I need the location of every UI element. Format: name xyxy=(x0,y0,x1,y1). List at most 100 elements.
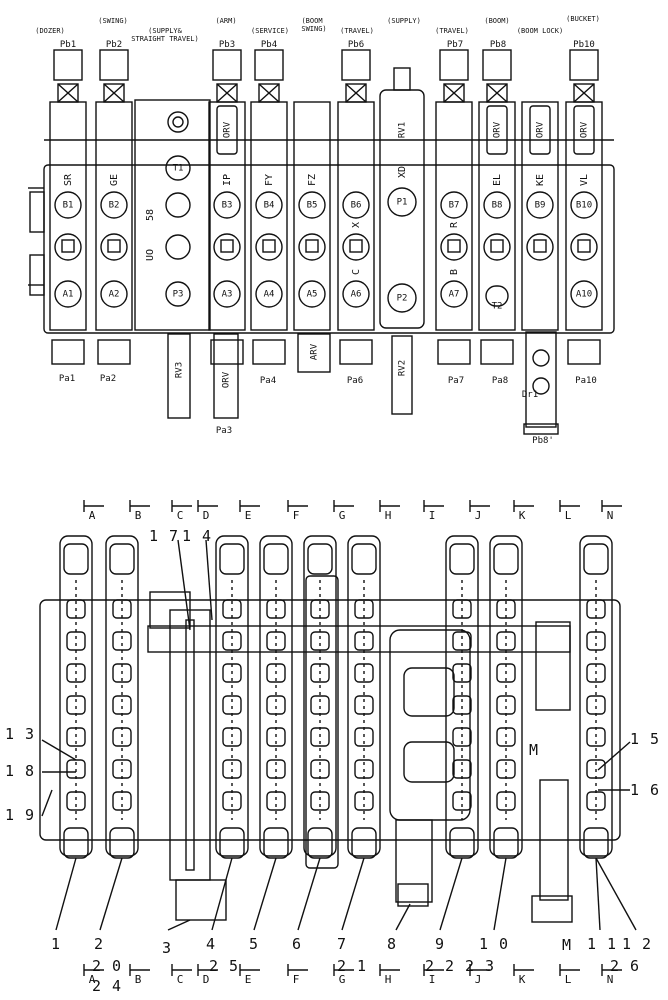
b-port-ring-3 xyxy=(255,191,283,219)
section-label-swing: (SWING) xyxy=(98,17,128,25)
a-port-ring-6 xyxy=(440,280,468,308)
section-label-service: (SERVICE) xyxy=(251,27,289,35)
part-number-5: 5 xyxy=(248,935,260,953)
anti-cavitation-valve-label: ARV xyxy=(310,343,320,360)
b-port-ring-2 xyxy=(213,191,241,219)
pilot-cap-lower-9 xyxy=(567,339,601,365)
b-port-ring-8 xyxy=(526,191,554,219)
leader-line-9 xyxy=(493,857,507,931)
port-pa4: Pa4 xyxy=(259,376,277,386)
b-port-ring-1 xyxy=(100,191,128,219)
part-number-10: 1 0 xyxy=(478,935,510,953)
port-pb3: Pb3 xyxy=(218,40,236,50)
port-pb8: Pb8 xyxy=(489,40,507,50)
relief-valve-rv2-body xyxy=(391,335,413,415)
section-spool-land-4-6 xyxy=(310,791,330,811)
spool-tag-xd: XD xyxy=(397,166,408,178)
overload-valve-2 xyxy=(216,105,238,155)
section-label-arm: (ARM) xyxy=(215,17,237,25)
pilot-hatch-b-5 xyxy=(345,83,367,103)
t1-label: T1 xyxy=(173,164,184,174)
section-mark-E: E xyxy=(245,509,252,522)
section-mark-m-lower: M xyxy=(561,936,573,954)
a-port-2: A3 xyxy=(222,290,233,300)
part-number-2: 2 xyxy=(93,935,105,953)
overload-valve-lower-label: ORV xyxy=(222,371,232,388)
section-spool-cap-bottom-1 xyxy=(109,827,135,859)
spool-plug-7 xyxy=(490,239,504,253)
a-port-4: A5 xyxy=(307,290,318,300)
bottom-section-mark-A: A xyxy=(89,973,96,986)
top-view-valve-body: SRB1A1GEB2A2ORVIPB3A3FYB4A4FZB5A5B6A6B7A… xyxy=(28,49,615,435)
spool-ring-3 xyxy=(255,233,283,261)
section-spool-cap-top-7 xyxy=(493,543,519,575)
a-port-6: A7 xyxy=(449,290,460,300)
section-spool-cap-top-1 xyxy=(109,543,135,575)
part-number-4: 4 xyxy=(205,935,217,953)
pilot-cap-6 xyxy=(439,49,469,81)
section-label-boom-lock: (BOOM LOCK) xyxy=(516,27,564,35)
part-number-25: 2 5 xyxy=(208,957,240,975)
part-number-7: 7 xyxy=(336,935,348,953)
part-number-12: 1 2 xyxy=(621,935,653,953)
section-spool-cap-top-0 xyxy=(63,543,89,575)
section-spool-cap-top-2 xyxy=(219,543,245,575)
b-port-ring-5 xyxy=(342,191,370,219)
leader-line-10 xyxy=(595,857,601,931)
a-port-ring-9 xyxy=(570,280,598,308)
section-spool-land-3-3 xyxy=(266,695,286,715)
relief-valve-rv3: RV3 xyxy=(175,362,185,378)
a-port-9: A10 xyxy=(576,290,592,300)
section-spool-land-0-1 xyxy=(66,631,86,651)
a-port-ring-3 xyxy=(255,280,283,308)
pilot-cap-lower-1 xyxy=(97,339,131,365)
a-port-0: A1 xyxy=(63,290,74,300)
leader-line-11 xyxy=(595,857,637,931)
section-spool-land-5-1 xyxy=(354,631,374,651)
section-mark-C: C xyxy=(177,509,184,522)
bottom-section-mark-B: B xyxy=(135,973,142,986)
bottom-section-mark-G: G xyxy=(339,973,346,986)
port-pb4: Pb4 xyxy=(260,40,278,50)
b-port-3: B4 xyxy=(264,201,275,211)
section-spool-housing-1 xyxy=(105,535,139,857)
spool-tag-0: SR xyxy=(63,173,74,186)
section-spool-land-6-3 xyxy=(452,695,472,715)
section-spool-cap-bottom-8 xyxy=(583,827,609,859)
section-boom-lock-lower xyxy=(539,779,569,901)
pilot-cap-9 xyxy=(569,49,599,81)
leader-line-6 xyxy=(341,857,365,931)
section-spool-land-5-6 xyxy=(354,791,374,811)
section-mark-D: D xyxy=(203,509,210,522)
bottom-section-mark-K: K xyxy=(519,973,526,986)
spool-column-0 xyxy=(49,101,87,331)
left-bolt-lower xyxy=(29,254,45,296)
spool-column-5 xyxy=(337,101,375,331)
body-tag-58: 58 xyxy=(145,209,156,221)
pilot-cap-lower-3 xyxy=(252,339,286,365)
left-bolt-upper xyxy=(29,191,45,233)
pilot-cap-lower-5 xyxy=(339,339,373,365)
section-spool-land-6-6 xyxy=(452,791,472,811)
spool-plug-2 xyxy=(220,239,234,253)
b-port-7: B8 xyxy=(492,201,503,211)
p3-label: P3 xyxy=(173,290,184,300)
pilot-hatch-b-3 xyxy=(258,83,280,103)
pilot-hatch-b-0 xyxy=(57,83,79,103)
section-label-dozer: (DOZER) xyxy=(35,27,65,35)
spool-tag-7: EL xyxy=(492,174,503,186)
spool-ring-6 xyxy=(440,233,468,261)
b-port-ring-4 xyxy=(298,191,326,219)
b-port-0: B1 xyxy=(63,201,74,211)
section-boom-swing-housing xyxy=(305,575,339,869)
spool-plug-3 xyxy=(262,239,276,253)
bottom-section-mark-J: J xyxy=(475,973,482,986)
relief-valve-rv1: RV1 xyxy=(398,122,408,138)
overload-valve-label-2: ORV xyxy=(223,121,233,138)
supply-straight-spool-ring-2 xyxy=(165,234,191,260)
pb8-prime-cap xyxy=(523,423,559,435)
section-spool-land-7-3 xyxy=(496,695,516,715)
body-tag-c: C xyxy=(351,269,362,275)
bottom-section-mark-L: L xyxy=(565,973,572,986)
pilot-cap-5 xyxy=(341,49,371,81)
